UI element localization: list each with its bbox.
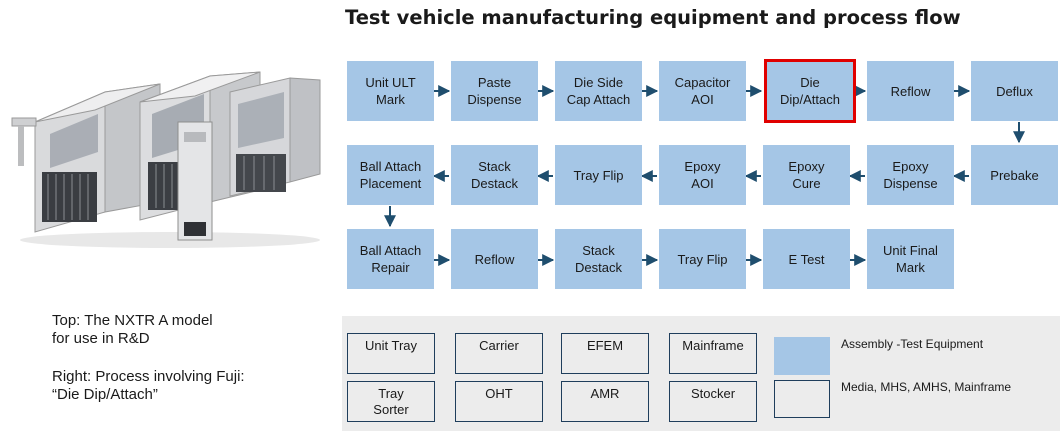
caption-right-process: Right: Process involving Fuji: “Die Dip/… (52, 368, 245, 403)
step-stack-destack-2: Stack Destack (555, 229, 642, 289)
media-stocker: Stocker (669, 381, 757, 422)
legend-equipment-swatch (774, 337, 830, 375)
nxtr-machine-image (11, 71, 321, 248)
media-efem: EFEM (561, 333, 649, 374)
step-deflux: Deflux (971, 61, 1058, 121)
step-capacitor-aoi: Capacitor AOI (659, 61, 746, 121)
media-tray-sorter: Tray Sorter (347, 381, 435, 422)
step-epoxy-cure: Epoxy Cure (763, 145, 850, 205)
media-carrier: Carrier (455, 333, 543, 374)
step-tray-flip-2: Tray Flip (659, 229, 746, 289)
step-e-test: E Test (763, 229, 850, 289)
step-epoxy-aoi: Epoxy AOI (659, 145, 746, 205)
caption-top-machine: Top: The NXTR A model for use in R&D (52, 312, 213, 347)
legend-equipment-label: Assembly -Test Equipment (841, 337, 984, 351)
step-prebake: Prebake (971, 145, 1058, 205)
step-die-dip-attach-highlighted: Die Dip/Attach (764, 59, 856, 123)
media-unit-tray: Unit Tray (347, 333, 435, 374)
step-unit-ult-mark: Unit ULT Mark (347, 61, 434, 121)
step-reflow-2: Reflow (451, 229, 538, 289)
media-oht: OHT (455, 381, 543, 422)
step-stack-destack-1: Stack Destack (451, 145, 538, 205)
media-mainframe: Mainframe (669, 333, 757, 374)
step-paste-dispense: Paste Dispense (451, 61, 538, 121)
legend-media-swatch (774, 380, 830, 418)
step-ball-attach-repair: Ball Attach Repair (347, 229, 434, 289)
step-ball-attach-placement: Ball Attach Placement (347, 145, 434, 205)
legend-media-label: Media, MHS, AMHS, Mainframe (841, 380, 1012, 394)
step-unit-final-mark: Unit Final Mark (867, 229, 954, 289)
media-amr: AMR (561, 381, 649, 422)
step-tray-flip-1: Tray Flip (555, 145, 642, 205)
diagram-title: Test vehicle manufacturing equipment and… (345, 6, 961, 29)
step-epoxy-dispense: Epoxy Dispense (867, 145, 954, 205)
step-reflow-1: Reflow (867, 61, 954, 121)
step-die-side-cap-attach: Die Side Cap Attach (555, 61, 642, 121)
